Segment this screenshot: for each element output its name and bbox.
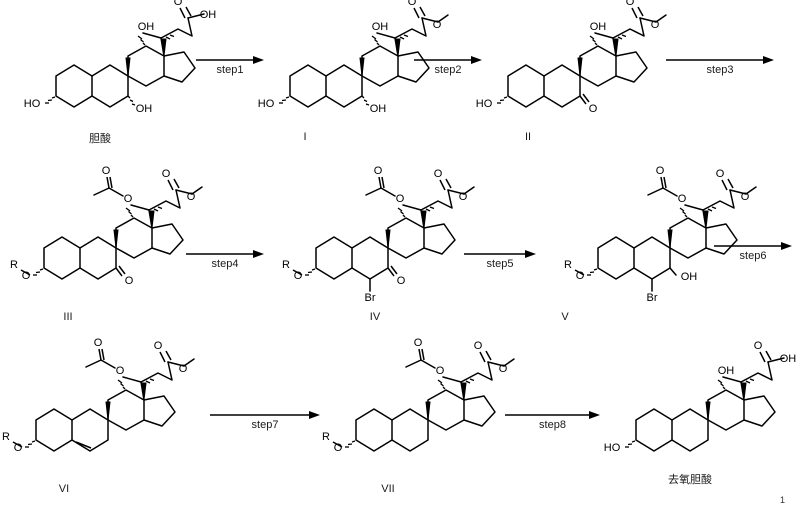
atom-label-oac-o: O (436, 365, 445, 377)
structure-compound-II: OH HO O O O (476, 0, 667, 123)
atom-label-r-group: R (322, 431, 330, 443)
atom-label-acetyl-o: O (414, 337, 423, 349)
structure-compound-VII: O O O R O O (322, 337, 515, 472)
arrow-step7 (210, 407, 320, 423)
page-corner-mark: 1 (780, 495, 786, 505)
atom-label-o-3: O (22, 270, 31, 282)
atom-label-oh-12: OH (372, 21, 389, 33)
structure-compound-IV: O O O R O Br O O (282, 165, 475, 305)
atom-label-oh-7: OH (681, 271, 698, 283)
label-deoxycholic-acid: 去氧胆酸 (668, 473, 712, 486)
arrow-step2 (414, 52, 482, 68)
atom-label-acetyl-o: O (94, 337, 103, 349)
atom-label-ho-3: HO (476, 98, 493, 110)
atom-label-r-group: R (10, 259, 18, 271)
arrow-label-step1: step1 (216, 64, 244, 76)
label-compound-VII: VII (381, 483, 395, 495)
arrow-step5 (464, 246, 536, 262)
arrow-label-step2: step2 (434, 64, 462, 76)
arrow-step6 (714, 238, 792, 254)
structure-compound-I: OH HO OH O O (258, 0, 449, 123)
atom-label-br-6: Br (365, 292, 376, 304)
structure-compound-VI: O O O R O O (2, 337, 195, 472)
atom-label-ester-o: O (433, 19, 442, 31)
arrow-step8 (505, 407, 600, 423)
atom-label-o-3: O (576, 270, 585, 282)
atom-label-oh-12: OH (718, 365, 735, 377)
atom-label-acetyl-o: O (102, 165, 111, 177)
arrow-label-step7: step7 (251, 419, 279, 431)
arrow-label-step3: step3 (706, 64, 734, 76)
atom-label-carbonyl-o: O (716, 168, 725, 180)
arrow-label-step8: step8 (539, 419, 566, 431)
atom-label-r-group: R (564, 259, 572, 271)
atom-label-oac-o: O (116, 365, 125, 377)
atom-label-carbonyl-o: O (174, 0, 183, 8)
arrow-step3 (666, 52, 774, 68)
atom-label-br-6: Br (647, 292, 658, 304)
atom-label-r-group: R (2, 431, 10, 443)
label-compound-V: V (561, 311, 569, 323)
atom-label-ester-o: O (651, 19, 660, 31)
atom-label-oac-o: O (396, 193, 405, 205)
atom-label-cooh: OH (780, 353, 797, 365)
label-compound-I: I (303, 131, 307, 143)
label-compound-III: III (63, 311, 73, 323)
structure-deoxycholic-acid: OH HO O OH (604, 340, 797, 472)
atom-label-ho-3: HO (258, 98, 275, 110)
atom-label-carbonyl-o: O (474, 340, 483, 352)
atom-label-oh-12: OH (138, 21, 155, 33)
arrow-step4 (186, 246, 264, 262)
atom-label-keto-o-7: O (397, 275, 406, 287)
atom-label-ho-3: HO (604, 442, 621, 454)
atom-label-ho-3: HO (24, 98, 41, 110)
atom-label-carbonyl-o: O (408, 0, 417, 8)
atom-label-carbonyl-o: O (162, 168, 171, 180)
atom-label-acetyl-o: O (656, 165, 665, 177)
atom-label-carbonyl-o: O (754, 340, 763, 352)
atom-label-ester-o: O (499, 363, 508, 375)
arrow-step1 (196, 52, 264, 68)
label-cholic-acid: 胆酸 (89, 132, 111, 145)
arrow-label-step6: step6 (739, 250, 767, 262)
label-compound-VI: VI (58, 483, 70, 495)
structure-compound-V: O O O R OH Br O O (564, 165, 757, 305)
atom-label-cooh: OH (200, 9, 217, 21)
atom-label-o-3: O (14, 442, 23, 454)
atom-label-keto-o-7: O (589, 103, 598, 115)
atom-label-o-3: O (294, 270, 303, 282)
atom-label-carbonyl-o: O (154, 340, 163, 352)
arrow-label-step4: step4 (211, 258, 239, 270)
atom-label-acetyl-o: O (374, 165, 383, 177)
atom-label-oh-7: OH (370, 103, 387, 115)
atom-label-oac-o: O (678, 193, 687, 205)
structure-compound-III: O O O R O O O (10, 165, 203, 300)
atom-label-ester-o: O (179, 363, 188, 375)
atom-label-ester-o: O (741, 191, 750, 203)
label-compound-IV: IV (369, 311, 381, 323)
atom-label-o-3: O (334, 442, 343, 454)
atom-label-ester-o: O (459, 191, 468, 203)
atom-label-oh-12: OH (590, 21, 607, 33)
atom-label-carbonyl-o: O (626, 0, 635, 8)
atom-label-ester-o: O (187, 191, 196, 203)
atom-label-carbonyl-o: O (434, 168, 443, 180)
arrow-label-step5: step5 (486, 258, 514, 270)
label-compound-II: II (524, 131, 532, 143)
atom-label-keto-o-7: O (125, 275, 134, 287)
atom-label-oac-o: O (124, 193, 133, 205)
atom-label-oh-7: OH (136, 103, 153, 115)
structure-cholic-acid: OH HO OH O OH (24, 0, 217, 123)
atom-label-r-group: R (282, 259, 290, 271)
